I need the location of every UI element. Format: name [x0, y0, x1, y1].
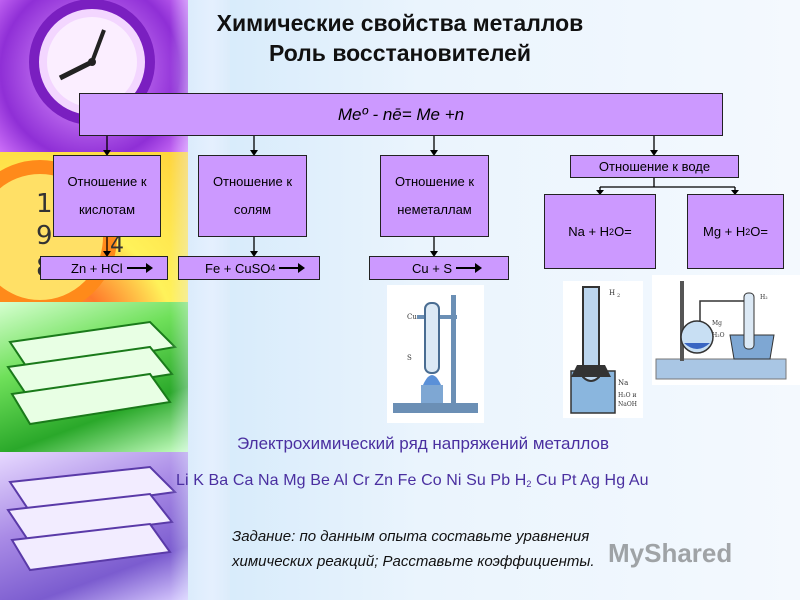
svg-text:9: 9	[36, 221, 53, 251]
label-h2: H	[609, 289, 615, 297]
label-cu: Cu	[407, 313, 417, 321]
page-subtitle: Роль восстановителей	[268, 40, 532, 66]
page-title: Химические свойства металлов	[216, 10, 584, 36]
label-mg-h2: H₂	[760, 294, 768, 301]
series-before-h: Li K Ba Ca Na Mg Be Al Cr Zn Fe Co Ni Su…	[176, 472, 527, 489]
series-title: Электрохимический ряд напряжений металло…	[237, 434, 610, 453]
label-h2o-naoh-2: NaOH	[618, 401, 637, 408]
reaction-zn-hcl: Zn + HCl	[40, 256, 168, 280]
reaction-cu-text: Cu + S	[412, 260, 453, 276]
green-books-photo	[0, 302, 188, 452]
label-mg: Mg	[712, 320, 722, 327]
category-acids: Отношение к кислотам	[53, 155, 161, 237]
category-nonmetals-line1: Отношение к	[394, 174, 475, 189]
beaker-tube-icon: H 2 Na H₂O и NaOH	[570, 286, 637, 414]
reaction-na-sub: 2	[609, 226, 615, 237]
main-equation-box: Meº - nē= Me +n	[79, 93, 723, 136]
category-water-label: Отношение к воде	[598, 158, 711, 174]
category-nonmetals-line2: неметаллам	[397, 202, 472, 217]
category-nonmetals: Отношение к неметаллам	[380, 155, 489, 237]
apparatus-mg-water: Mg H₂O H₂	[652, 275, 800, 385]
label-na: Na	[618, 379, 628, 387]
category-salts: Отношение к солям	[198, 155, 307, 237]
arrow-right-icon	[126, 263, 153, 273]
category-salts-line2: солям	[233, 202, 272, 217]
task-line-2: химических реакций; Расставьте коэффицие…	[232, 553, 595, 570]
category-acids-line2: кислотам	[78, 202, 136, 217]
reaction-cu-s: Cu + S	[369, 256, 509, 280]
category-acids-line1: Отношение к	[67, 174, 147, 189]
arrow-right-icon	[279, 263, 306, 273]
flask-trough-icon: Mg H₂O H₂	[655, 281, 787, 380]
books-icon	[6, 320, 178, 426]
label-h2-sub: 2	[617, 293, 620, 299]
clock-icon	[29, 0, 155, 125]
apparatus-na-water: H 2 Na H₂O и NaOH	[563, 281, 643, 418]
category-salts-line1: Отношение к	[212, 174, 293, 189]
label-h2o-naoh-1: H₂O и	[618, 392, 636, 399]
series-h-sub: 2	[526, 479, 532, 489]
reaction-na-prefix: Na + H	[568, 224, 610, 239]
reaction-zn-text: Zn + HCl	[71, 260, 123, 276]
apparatus-cu-s: Cu S	[387, 285, 484, 423]
reaction-na-suffix: O=	[614, 224, 632, 239]
series-after-h: Cu Pt Ag Hg Au	[531, 472, 649, 489]
label-s: S	[407, 354, 412, 362]
task-line-1: Задание: по данным опыта составьте уравн…	[232, 528, 590, 545]
reaction-mg-prefix: Mg + H	[703, 224, 746, 239]
arrow-right-icon	[456, 263, 483, 273]
test-tube-burner-icon: Cu S	[393, 295, 478, 413]
clock-photo	[0, 0, 188, 152]
watermark-logo: MyShared	[608, 538, 733, 568]
electrochemical-series: Li K Ba Ca Na Mg Be Al Cr Zn Fe Co Ni Su…	[176, 472, 649, 490]
reaction-mg-suffix: O=	[750, 224, 768, 239]
label-h2o: H₂O	[712, 332, 725, 339]
reaction-fe-text: Fe + CuSO	[205, 260, 271, 276]
svg-text:4: 4	[110, 233, 124, 258]
reaction-mg-sub: 2	[745, 226, 751, 237]
reaction-fe-sub: 4	[270, 263, 276, 273]
category-water: Отношение к воде	[570, 155, 739, 178]
main-equation: Meº - nē= Me +n	[337, 104, 465, 124]
